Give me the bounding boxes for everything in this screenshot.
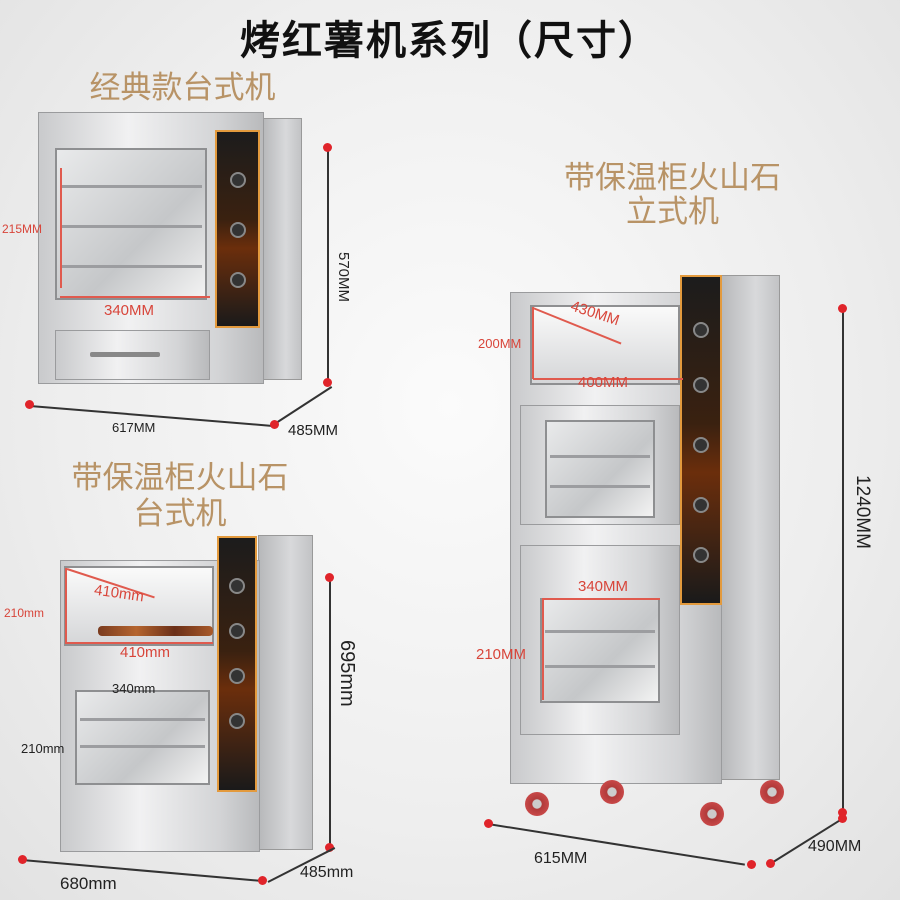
machine-2-height: 695mm xyxy=(336,640,358,707)
machine-1-height: 570MM xyxy=(335,252,352,303)
machine-3-depth: 490MM xyxy=(808,838,862,855)
machine-2-depth: 485mm xyxy=(300,864,354,881)
machine-3-width: 615MM xyxy=(534,850,588,867)
machine-2-width: 680mm xyxy=(60,874,117,893)
machine-3-title-line1: 带保温柜火山石 xyxy=(564,160,781,196)
machine-1-inner-height: 215MM xyxy=(2,222,43,236)
machine-3-title-line2: 立式机 xyxy=(626,194,719,230)
machine-2-warmer-height: 210mm xyxy=(4,606,45,620)
machine-3-warmer-width: 400MM xyxy=(578,374,629,391)
machine-3-inner-width: 340MM xyxy=(578,578,629,595)
machine-1-title: 经典款台式机 xyxy=(89,70,276,106)
machine-3-height: 1240MM xyxy=(852,475,873,549)
machine-2-title-line1: 带保温柜火山石 xyxy=(71,460,289,496)
machine-2-warmer-width: 410mm xyxy=(120,644,171,661)
machine-2-title-line2: 台式机 xyxy=(133,496,227,532)
machine-1-depth: 485MM xyxy=(288,422,339,439)
machine-1-inner-width: 340MM xyxy=(104,302,155,319)
machine-2-inner-height: 210mm xyxy=(21,741,65,756)
machine-2-inner-width: 340mm xyxy=(112,681,156,696)
page-title: 烤红薯机系列（尺寸） xyxy=(240,18,660,64)
machine-1-width: 617MM xyxy=(112,420,156,435)
machine-3-inner-height: 210MM xyxy=(476,646,527,663)
machine-3-warmer-height: 200MM xyxy=(478,336,522,351)
